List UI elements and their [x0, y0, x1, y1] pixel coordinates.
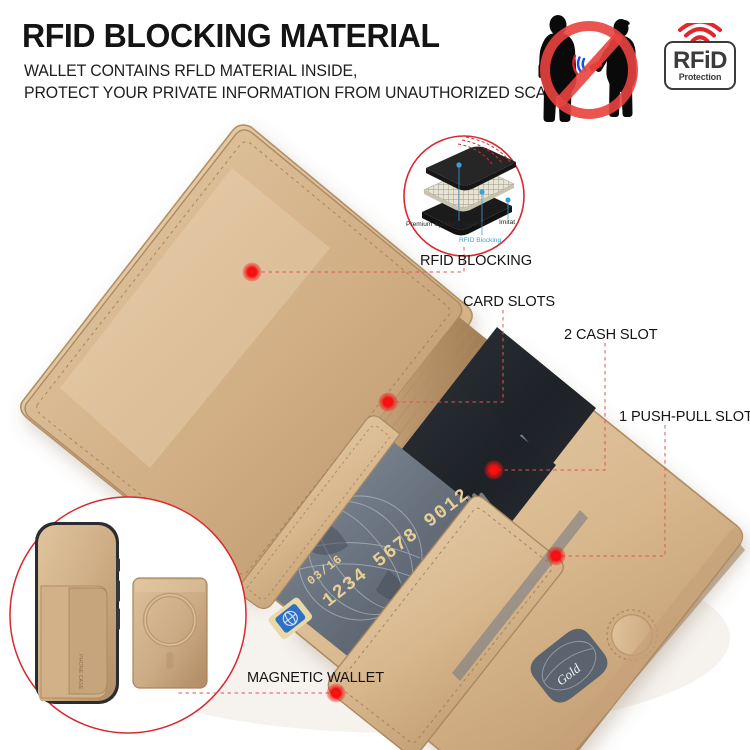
rfid-protection-badge: RFiD Protection	[664, 23, 736, 90]
rfid-badge-subtitle: Protection	[678, 72, 722, 83]
hotspot-rfid-blocking[interactable]	[242, 262, 262, 282]
hotspot-magnetic-wallet[interactable]	[326, 683, 346, 703]
rfid-badge-box: RFiD Protection	[664, 41, 736, 90]
hotspot-card-slots[interactable]	[378, 392, 398, 412]
callout-label-card-slots: CARD SLOTS	[463, 293, 556, 310]
layered-material-cross-section-icon: Premium Synthetic Leather RFID Blocking …	[398, 134, 530, 258]
page-title: RFID BLOCKING MATERIAL	[22, 17, 440, 54]
callout-label-magnetic-wallet: MAGNETIC WALLET	[247, 669, 385, 686]
subtitle-line-2: PROTECT YOUR PRIVATE INFORMATION FROM UN…	[24, 84, 569, 102]
svg-text:PHONE CASE: PHONE CASE	[77, 654, 83, 690]
hotspot-cash-slot[interactable]	[484, 460, 504, 480]
rfid-badge-name: RFiD	[673, 46, 728, 74]
layer-label-imitation: Imitat	[499, 219, 515, 226]
callout-label-push-pull-slot: 1 PUSH-PULL SLOT	[619, 408, 750, 425]
subtitle-line-1: WALLET CONTAINS RFLD MATERIAL INSIDE,	[24, 62, 358, 80]
magsafe-ring-icon	[142, 592, 198, 669]
hotspot-push-pull-slot[interactable]	[546, 546, 566, 566]
layer-label-rfid: RFID Blocking	[459, 237, 501, 244]
blocked-signal-arcs-icon	[457, 136, 512, 165]
callout-label-cash-slot: 2 CASH SLOT	[564, 326, 658, 343]
callout-label-rfid-blocking: RFID BLOCKING	[420, 252, 532, 269]
phone-case-with-detachable-magsafe-wallet-icon: PHONE CASE	[5, 494, 251, 737]
no-rfid-scan-silhouette-icon	[521, 8, 651, 130]
layer-label-leather: Premium Synthetic Leather	[406, 221, 486, 228]
